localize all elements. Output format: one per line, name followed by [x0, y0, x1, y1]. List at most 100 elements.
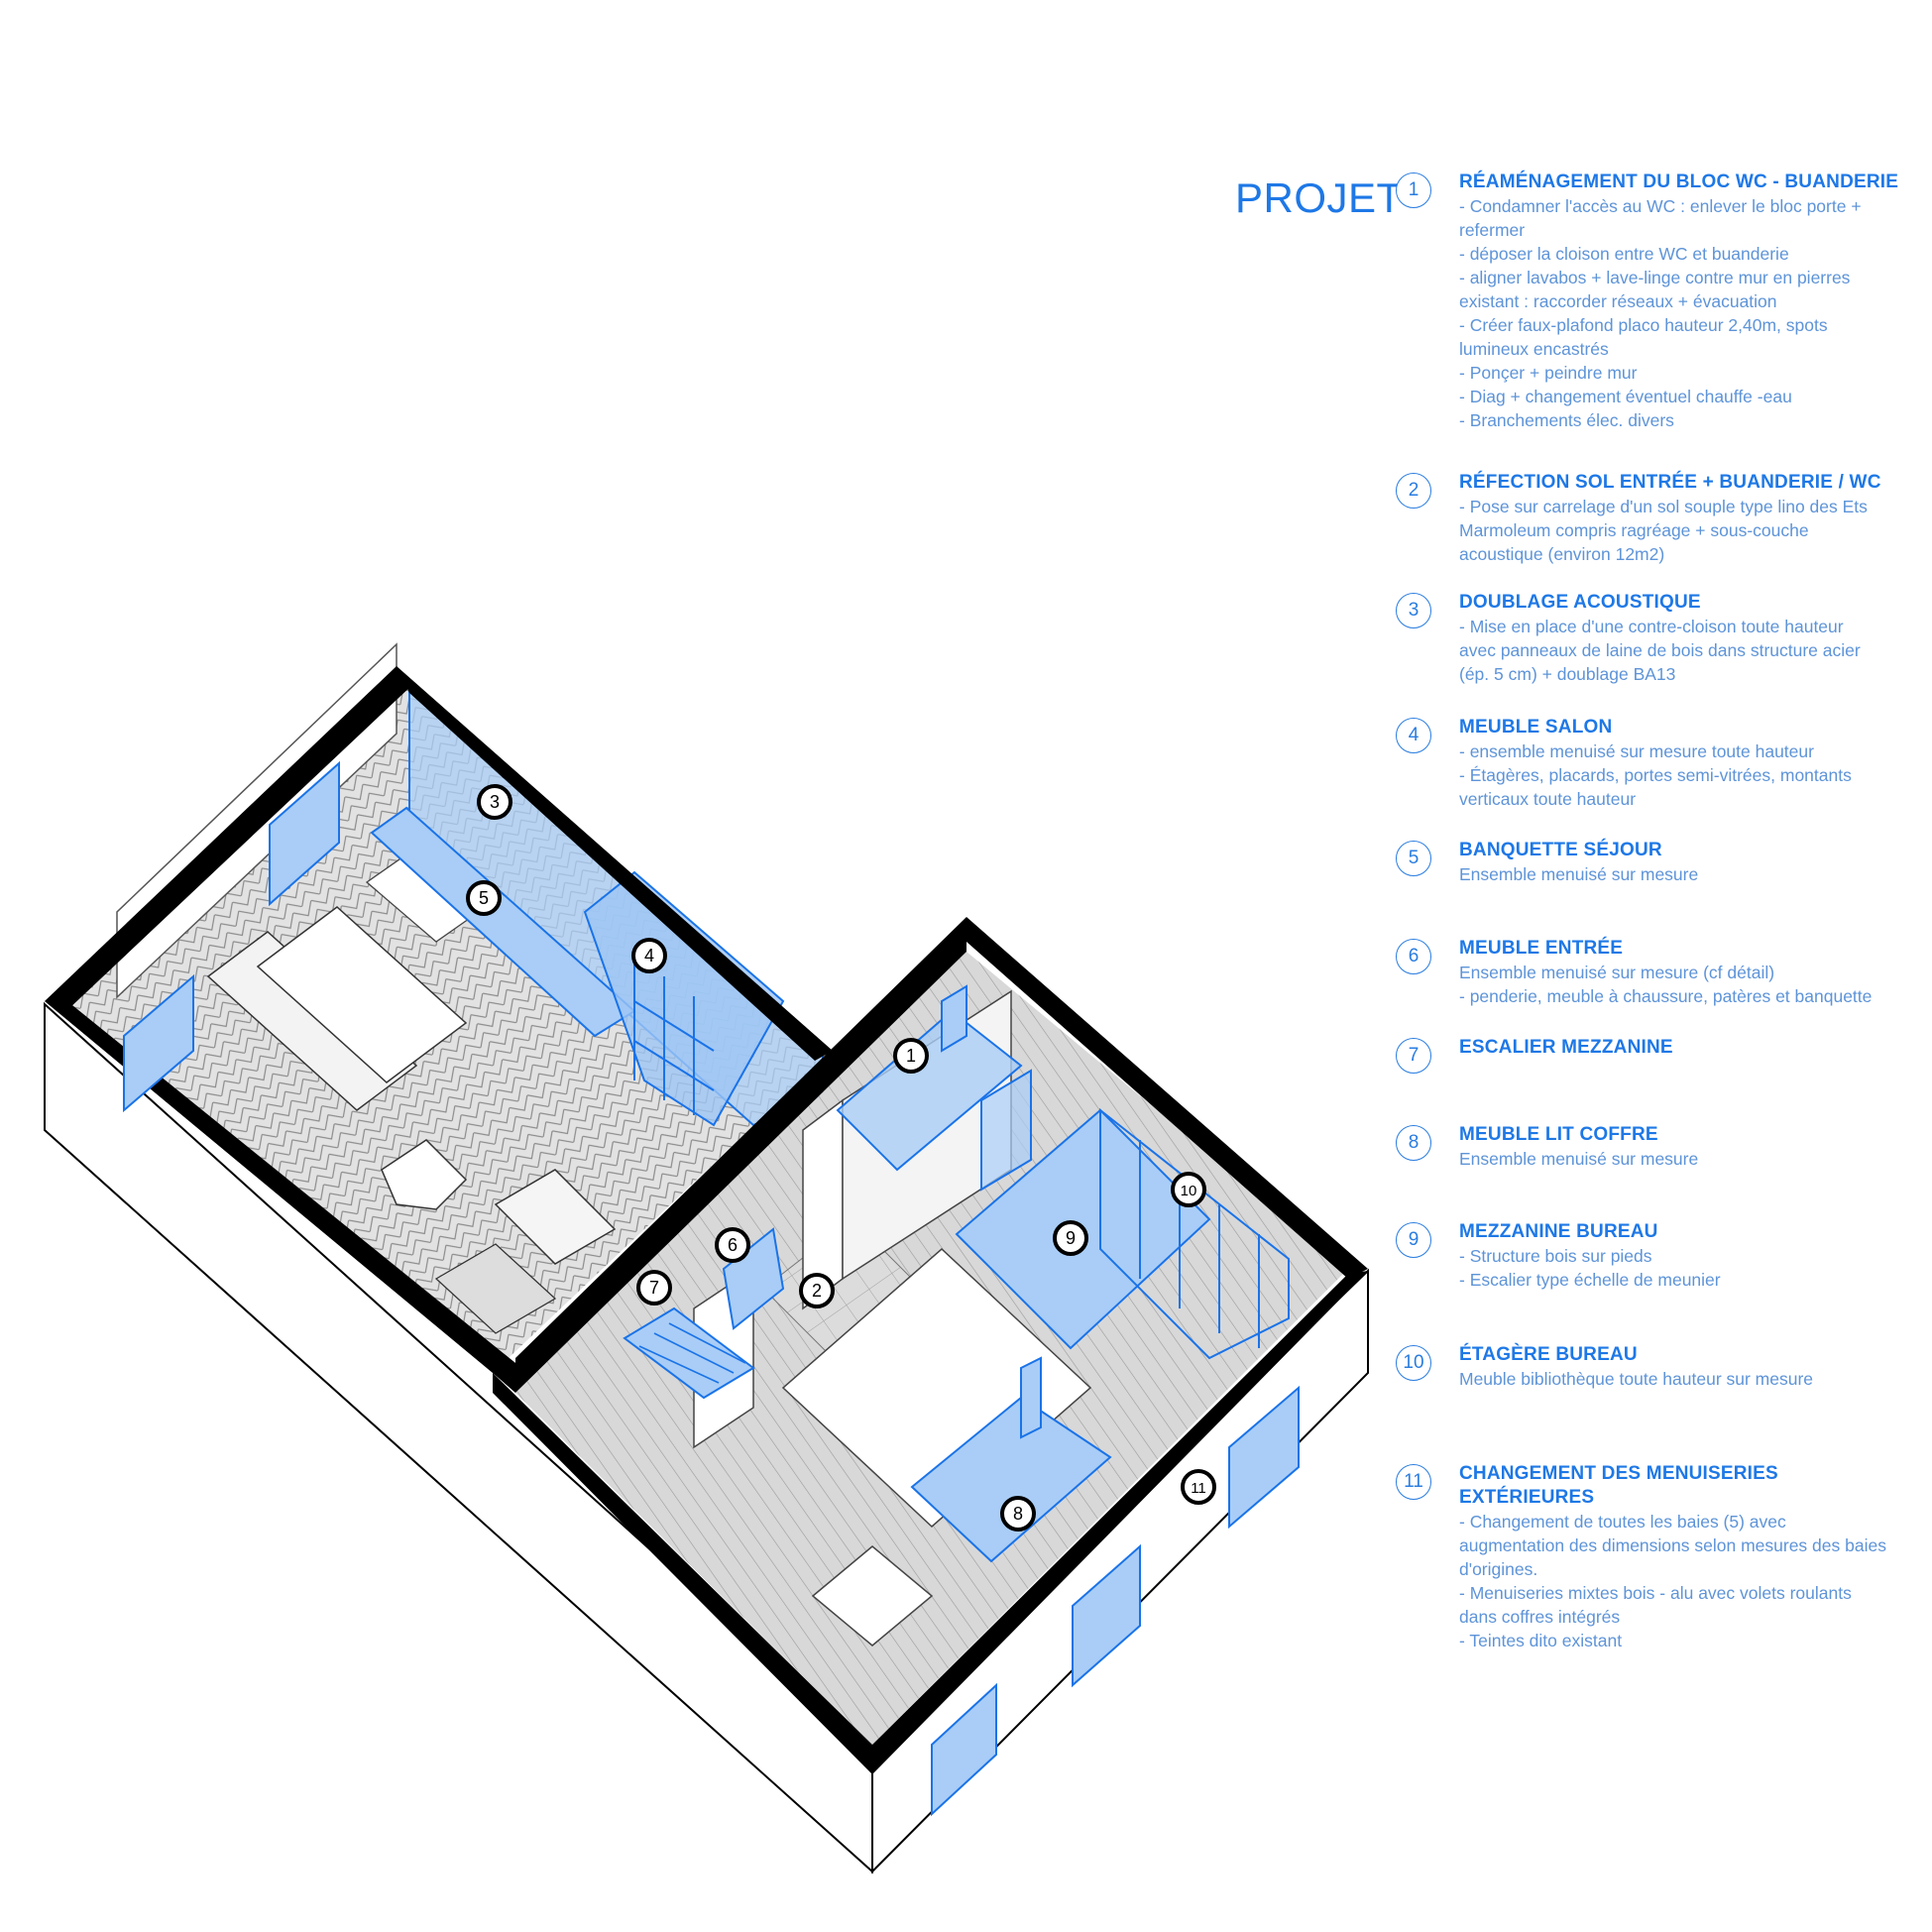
legend-title: RÉFECTION SOL ENTRÉE + BUANDERIE / WC: [1459, 472, 1881, 493]
marker-6-label: 6: [728, 1235, 738, 1255]
legend-line: (ép. 5 cm) + doublage BA13: [1459, 664, 1676, 684]
bed-storage-highlight: [910, 1396, 1112, 1563]
window-5: [931, 1682, 997, 1817]
legend-body: MEUBLE SALON - ensemble menuisé sur mesur…: [1459, 716, 1915, 811]
legend-body: RÉAMÉNAGEMENT DU BLOC WC - BUANDERIE- Co…: [1459, 170, 1915, 432]
marker-9: 9: [1053, 1220, 1088, 1256]
legend-number: 9: [1396, 1222, 1431, 1258]
legend-body: ÉTAGÈRE BUREAU Meuble bibliothèque toute …: [1459, 1343, 1915, 1391]
legend-body: CHANGEMENT DES MENUISERIES EXTÉRIEURES - …: [1459, 1462, 1915, 1652]
legend-line: Ensemble menuisé sur mesure (cf détail): [1459, 963, 1775, 982]
legend-title: BANQUETTE SÉJOUR: [1459, 840, 1662, 860]
kitchen-block: [811, 1545, 934, 1647]
legend-line: d'origines.: [1459, 1559, 1538, 1579]
water-heater-highlight: [941, 984, 967, 1053]
marker-10: 10: [1171, 1172, 1206, 1207]
marker-3: 3: [477, 784, 512, 820]
legend-line: - Pose sur carrelage d'un sol souple typ…: [1459, 497, 1868, 516]
marker-1-label: 1: [906, 1046, 916, 1066]
windows: [123, 760, 1300, 1817]
legend-number: 4: [1396, 718, 1431, 753]
marker-9-label: 9: [1066, 1228, 1076, 1248]
legend-description: Meuble bibliothèque toute hauteur sur me…: [1459, 1367, 1915, 1391]
marker-10-label: 10: [1181, 1183, 1197, 1199]
legend-line: - Menuiseries mixtes bois - alu avec vol…: [1459, 1583, 1852, 1603]
legend-title: DOUBLAGE ACOUSTIQUE: [1459, 592, 1701, 613]
legend-description: Ensemble menuisé sur mesure: [1459, 862, 1915, 886]
marker-1: 1: [893, 1038, 929, 1074]
legend-body: DOUBLAGE ACOUSTIQUE - Mise en place d'une…: [1459, 591, 1915, 686]
legend-description: - Structure bois sur pieds - Escalier typ…: [1459, 1244, 1915, 1292]
bed-headboard-highlight: [1020, 1356, 1042, 1439]
legend-number: 6: [1396, 939, 1431, 974]
legend-line: - aligner lavabos + lave-linge contre mu…: [1459, 268, 1851, 287]
legend-line: - Changement de toutes les baies (5) ave…: [1459, 1512, 1786, 1532]
legend-line: acoustique (environ 12m2): [1459, 544, 1665, 564]
legend-body: MEZZANINE BUREAU- Structure bois sur pie…: [1459, 1220, 1915, 1292]
office-shelf-outline: [1099, 1107, 1290, 1360]
marker-11-label: 11: [1191, 1480, 1206, 1497]
legend-number: 7: [1396, 1038, 1431, 1074]
legend-line: Marmoleum compris ragréage + sous-couche: [1459, 520, 1809, 540]
legend-title: MEUBLE LIT COFFRE: [1459, 1124, 1658, 1145]
marker-8-label: 8: [1013, 1504, 1023, 1524]
legend-number: 8: [1396, 1125, 1431, 1161]
legend-line: refermer: [1459, 220, 1526, 240]
right-unit: [515, 952, 1348, 1745]
legend-number: 5: [1396, 841, 1431, 876]
plan-markers: 1 2 3 4 5 6 7 8 9 10 11: [466, 784, 1216, 1532]
partition-d: [781, 1247, 1092, 1529]
legend-line: - Escalier type échelle de meunier: [1459, 1270, 1721, 1290]
legend-title: CHANGEMENT DES MENUISERIES EXTÉRIEURES: [1459, 1463, 1778, 1508]
legend-line: - Étagères, placards, portes semi-vitrée…: [1459, 765, 1852, 785]
living-cabinet-lines: [633, 952, 715, 1115]
armchair: [381, 1139, 468, 1210]
page-title: PROJET: [1235, 174, 1403, 221]
marker-7: 7: [636, 1270, 672, 1306]
stair-steps: [638, 1322, 746, 1384]
marker-11: 11: [1181, 1469, 1216, 1505]
legend-line: avec panneaux de laine de bois dans stru…: [1459, 640, 1861, 660]
legend-number: 10: [1396, 1345, 1431, 1381]
legend-line: - ensemble menuisé sur mesure toute haut…: [1459, 741, 1814, 761]
marker-8: 8: [1000, 1496, 1036, 1532]
marker-5: 5: [466, 880, 502, 916]
dining-table: [256, 906, 468, 1083]
legend-number: 3: [1396, 593, 1431, 628]
legend-description: Ensemble menuisé sur mesure (cf détail)-…: [1459, 961, 1915, 1008]
stair-highlight: [623, 1307, 755, 1400]
legend-line: - déposer la cloison entre WC et buander…: [1459, 244, 1789, 264]
legend-title: MEUBLE SALON: [1459, 717, 1613, 738]
legend-line: Meuble bibliothèque toute hauteur sur me…: [1459, 1369, 1814, 1389]
legend-description: - Condamner l'accès au WC : enlever le b…: [1459, 194, 1915, 432]
legend-line: - Structure bois sur pieds: [1459, 1246, 1652, 1266]
marker-7-label: 7: [649, 1278, 659, 1298]
legend-description: - Mise en place d'une contre-cloison tou…: [1459, 615, 1915, 686]
legend-line: - Branchements élec. divers: [1459, 410, 1674, 430]
legend-line: dans coffres intégrés: [1459, 1607, 1621, 1627]
closet-highlight: [980, 1069, 1032, 1192]
legend-title: MEUBLE ENTRÉE: [1459, 938, 1624, 959]
legend-line: - Ponçer + peindre mur: [1459, 363, 1638, 383]
bathtub-area: [494, 1169, 617, 1265]
window-2: [123, 973, 194, 1113]
legend-title: ÉTAGÈRE BUREAU: [1459, 1344, 1638, 1365]
window-4: [1072, 1543, 1141, 1688]
legend-number: 11: [1396, 1464, 1431, 1500]
marker-4: 4: [631, 938, 667, 973]
legend-line: - Créer faux-plafond placo hauteur 2,40m…: [1459, 315, 1828, 335]
legend-line: augmentation des dimensions selon mesure…: [1459, 1535, 1886, 1555]
legend-line: - Diag + changement éventuel chauffe -ea…: [1459, 387, 1792, 406]
legend-body: RÉFECTION SOL ENTRÉE + BUANDERIE / WC - P…: [1459, 471, 1915, 566]
marker-2-label: 2: [812, 1281, 822, 1301]
legend-line: - Mise en place d'une contre-cloison tou…: [1459, 617, 1844, 636]
legend-line: lumineux encastrés: [1459, 339, 1609, 359]
legend-description: Ensemble menuisé sur mesure: [1459, 1147, 1915, 1171]
walls: [45, 666, 1368, 1774]
legend-line: - Condamner l'accès au WC : enlever le b…: [1459, 196, 1862, 216]
legend-number: 1: [1396, 172, 1431, 208]
legend-description: - Pose sur carrelage d'un sol souple typ…: [1459, 495, 1915, 566]
marker-3-label: 3: [490, 792, 500, 812]
